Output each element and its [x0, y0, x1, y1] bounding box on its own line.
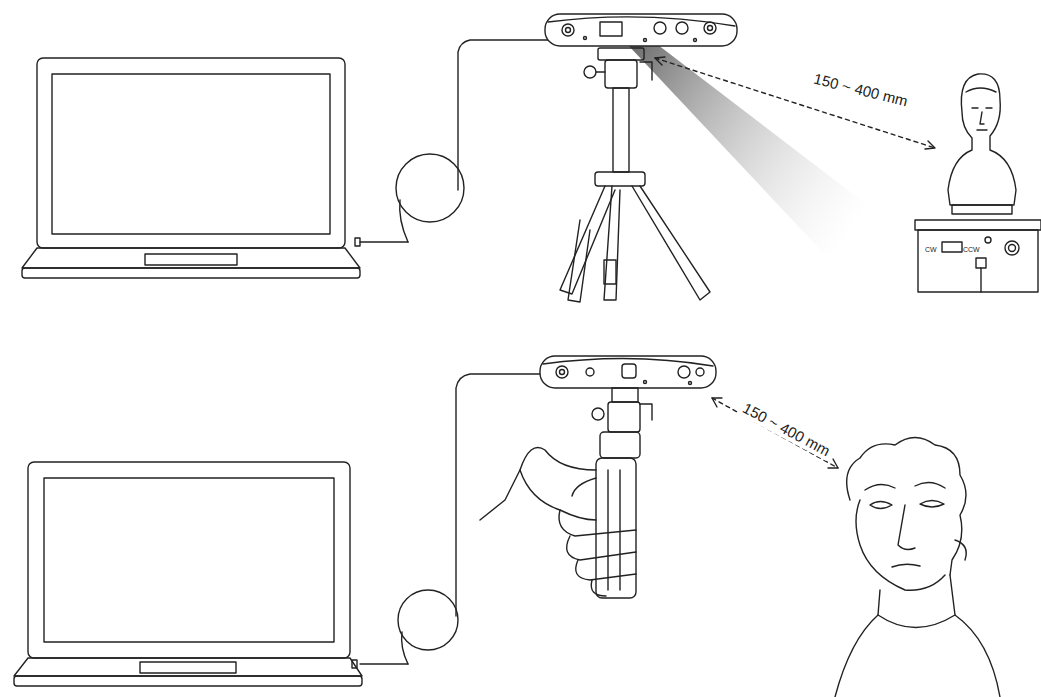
switch-label: CCW: [963, 246, 980, 254]
3d-scanner: [540, 356, 716, 388]
distance-label: 150 ~ 400 mm: [738, 399, 834, 461]
usb-cable: [360, 40, 548, 242]
laptop: [14, 462, 362, 686]
distance-arrow: [712, 398, 838, 468]
usb-cable: [360, 374, 545, 664]
bust-on-turntable: [915, 74, 1041, 292]
distance-arrow: [655, 57, 935, 149]
switch-label: CW: [925, 246, 937, 254]
distance-label: 150 ~ 400 mm: [810, 70, 911, 110]
bust-head: [835, 438, 1000, 697]
hand-held-grip: [480, 388, 652, 598]
3d-scanner: [545, 14, 737, 46]
laptop: [22, 58, 360, 278]
tripod: [560, 48, 710, 302]
